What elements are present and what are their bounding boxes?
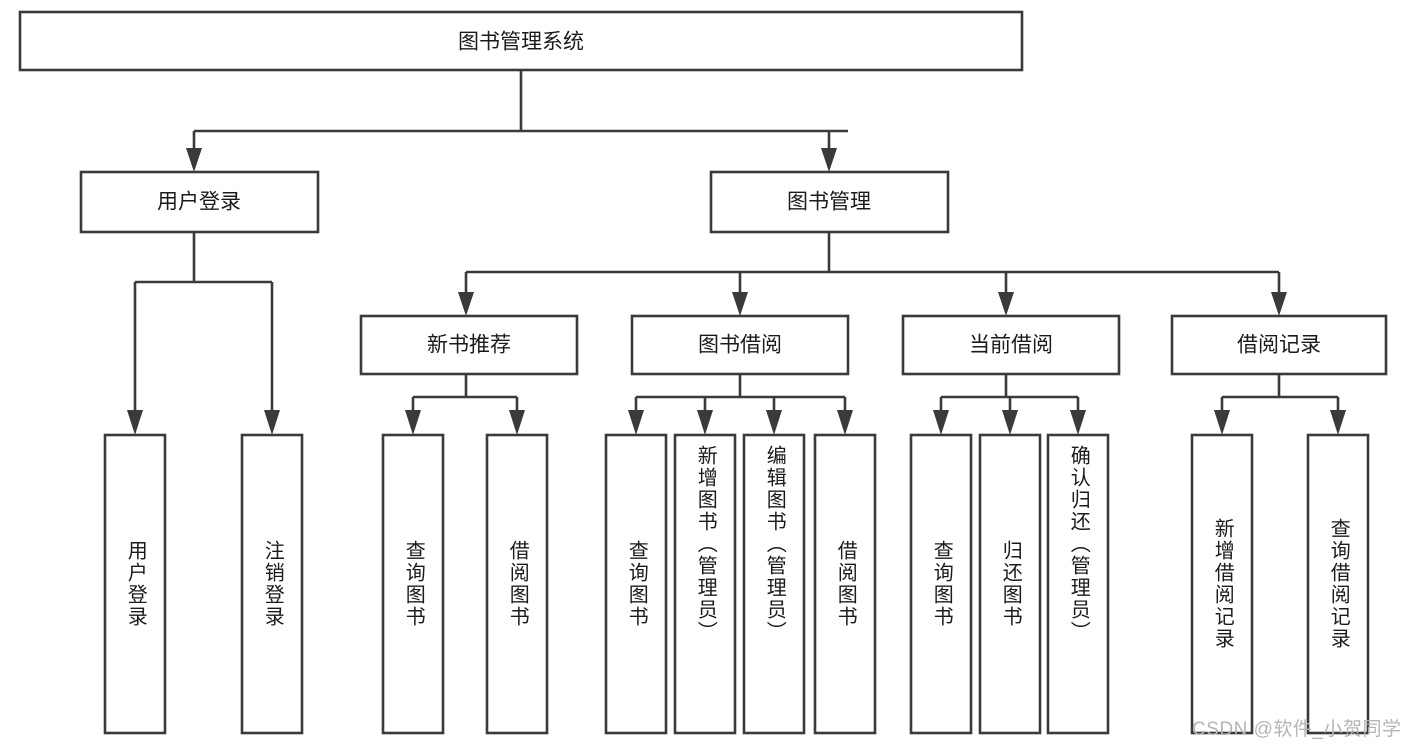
node-user-login-label: 用户登录 <box>157 191 241 214</box>
node-leaf-edit-book-box[interactable] <box>742 433 806 735</box>
node-leaf-query-record-box[interactable] <box>1306 433 1370 735</box>
node-book-management-label: 图书管理 <box>787 191 871 214</box>
node-book-management-box[interactable] <box>709 170 950 234</box>
node-leaf-confirm-return-box[interactable] <box>1046 433 1110 735</box>
node-current-borrow-box[interactable] <box>901 314 1121 376</box>
node-leaf-query-book-2-box[interactable] <box>604 433 668 735</box>
node-leaf-logout-login-box[interactable] <box>240 433 304 735</box>
node-user-login-box[interactable] <box>79 170 320 234</box>
node-borrow-record-box[interactable] <box>1170 314 1388 376</box>
node-root-box[interactable] <box>18 10 1024 72</box>
node-leaf-query-book-3-box[interactable] <box>909 433 973 735</box>
node-current-borrow-label: 当前借阅 <box>969 334 1053 357</box>
node-leaf-add-record-box[interactable] <box>1190 433 1254 735</box>
node-leaf-borrow-book-1-box[interactable] <box>485 433 549 735</box>
connector-currentborrow-to-leaves <box>933 374 1086 435</box>
connector-bookborrow-to-leaves <box>628 374 853 435</box>
node-new-book-recommend-box[interactable] <box>359 314 579 376</box>
connector-bookmgmt-to-level3 <box>458 232 1287 316</box>
node-leaf-borrow-book-2-box[interactable] <box>813 433 877 735</box>
node-root-label: 图书管理系统 <box>458 31 584 54</box>
node-leaf-return-book-box[interactable] <box>978 433 1042 735</box>
connector-userlogin-to-leaves <box>127 232 280 435</box>
connector-newbook-to-leaves <box>405 374 525 435</box>
node-book-borrow-box[interactable] <box>630 314 850 376</box>
node-new-book-recommend-label: 新书推荐 <box>427 334 511 357</box>
node-leaf-query-book-1-box[interactable] <box>381 433 445 735</box>
csdn-watermark: CSDN @软件_小贺同学 <box>1192 719 1402 740</box>
node-borrow-record-label: 借阅记录 <box>1237 334 1321 357</box>
node-leaf-user-login-box[interactable] <box>103 433 167 735</box>
node-leaf-add-book-box[interactable] <box>673 433 737 735</box>
connector-borrowrecord-to-leaves <box>1214 374 1346 435</box>
connector-root-to-level2 <box>186 70 848 172</box>
node-book-borrow-label: 图书借阅 <box>698 334 782 357</box>
